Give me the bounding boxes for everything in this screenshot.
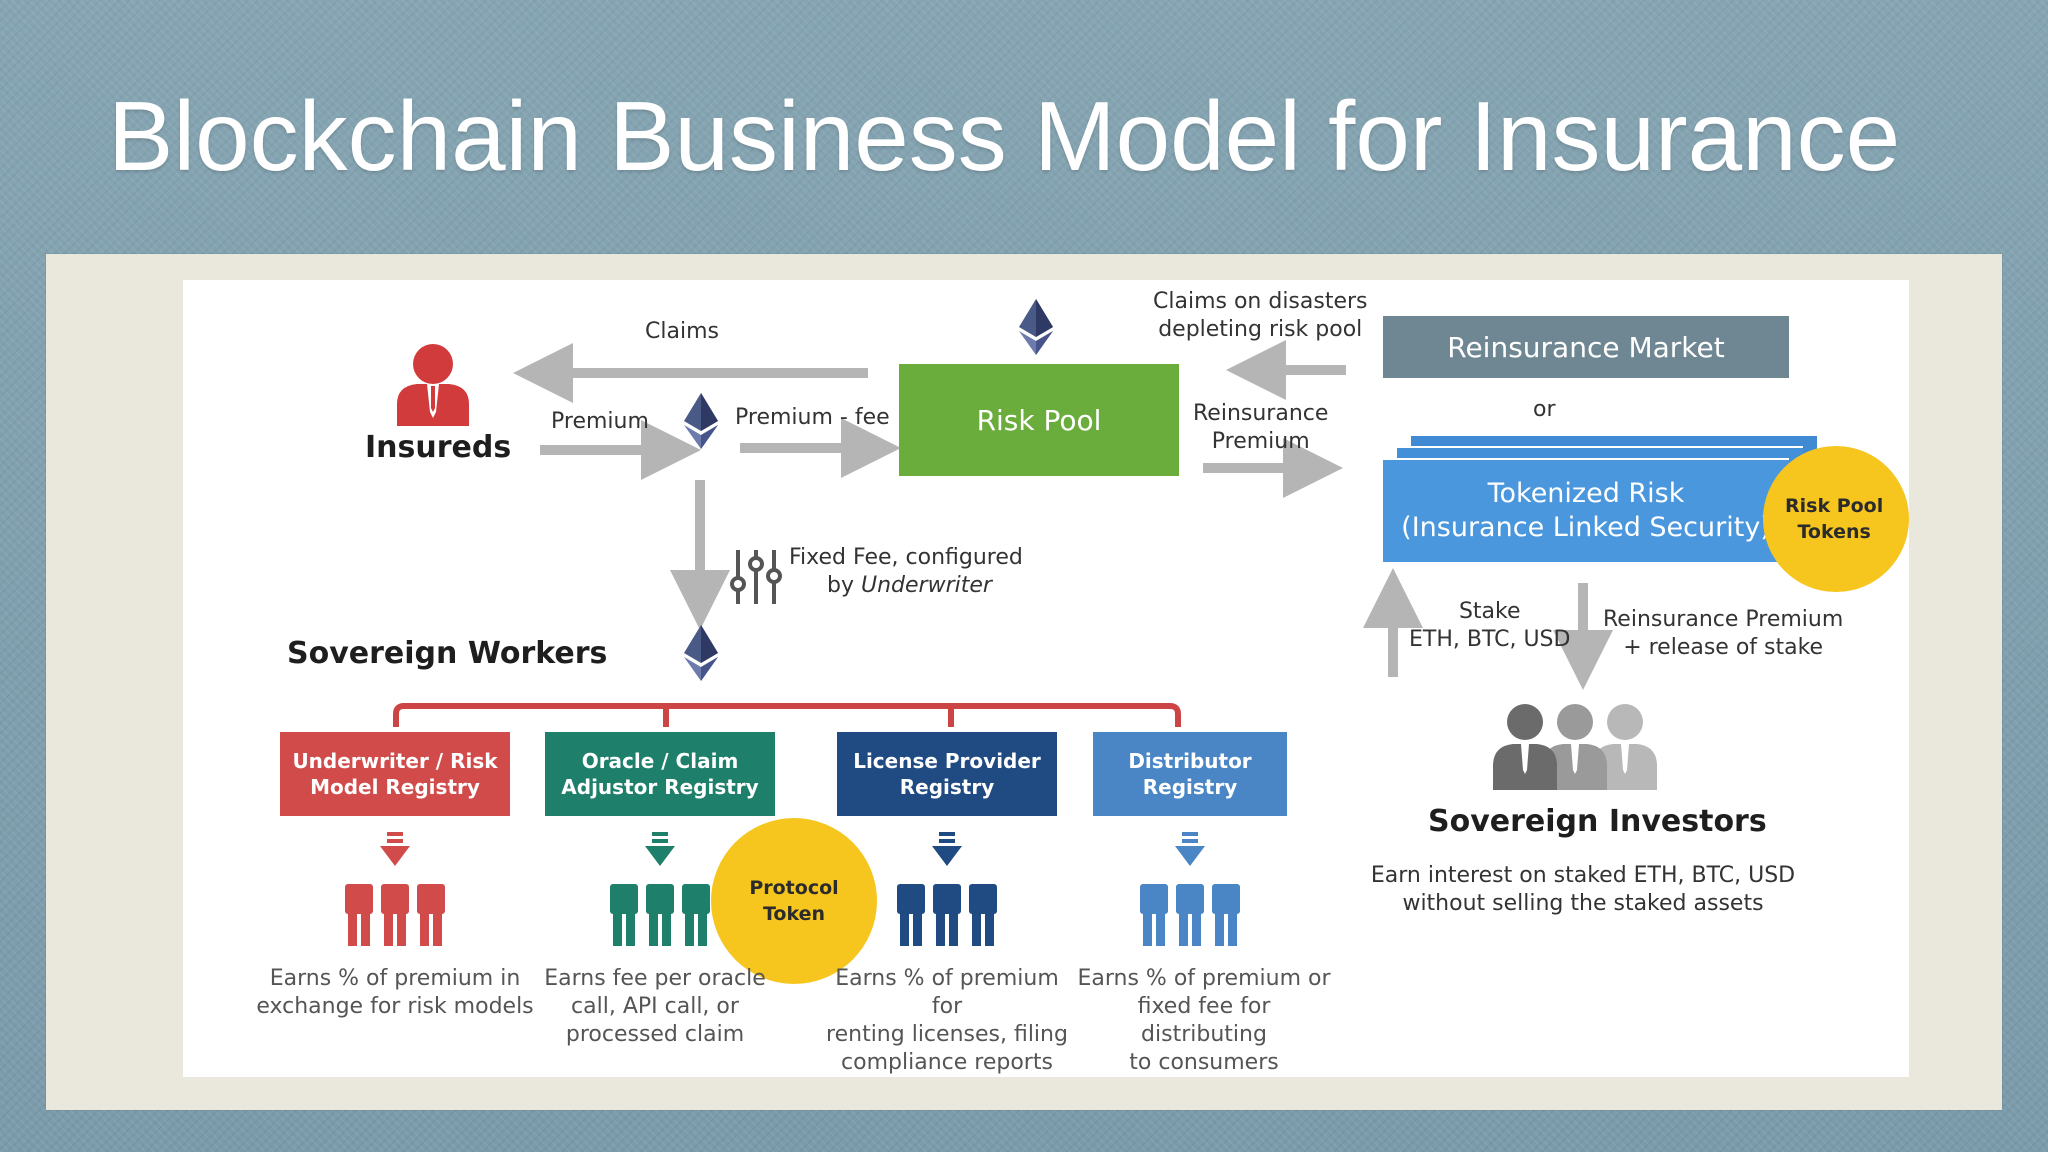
- ethereum-icon: [684, 625, 718, 681]
- workers-bracket: [393, 703, 1181, 727]
- license-registry-label: License Provider Registry: [853, 749, 1041, 799]
- fixed-fee-by: by: [827, 573, 861, 598]
- protocol-token-circle: Protocol Token: [711, 818, 877, 984]
- oracle-registry-box: Oracle / Claim Adjustor Registry: [545, 732, 775, 816]
- people-group-icon: [1493, 704, 1657, 790]
- slide-title: Blockchain Business Model for Insurance: [108, 81, 1901, 191]
- fixed-fee-line1: Fixed Fee, configured: [789, 545, 1023, 570]
- risk-pool-tokens-circle: Risk Pool Tokens: [1763, 446, 1909, 592]
- distributor-desc: Earns % of premium or fixed fee for dist…: [1077, 966, 1331, 1075]
- risk-pool-box: Risk Pool: [899, 364, 1179, 476]
- oracle-desc: Earns fee per oracle call, API call, or …: [544, 966, 766, 1047]
- down-arrow-icon: [645, 832, 675, 866]
- underwriter-desc: Earns % of premium in exchange for risk …: [256, 966, 534, 1019]
- workers-group-icon: [897, 884, 997, 946]
- disaster-claims-label: Claims on disasters depleting risk pool: [1153, 289, 1368, 342]
- ethereum-icon: [1019, 299, 1053, 355]
- risk-pool-tokens-label: Risk Pool Tokens: [1785, 495, 1884, 543]
- premium-label: Premium: [551, 409, 649, 434]
- tokenized-risk-title: Tokenized Risk: [1487, 478, 1685, 509]
- workers-group-icon: [1140, 884, 1240, 946]
- tokenized-risk-box: Tokenized Risk (Insurance Linked Securit…: [1383, 458, 1789, 562]
- oracle-registry-label: Oracle / Claim Adjustor Registry: [561, 749, 759, 799]
- reinsurance-market-box: Reinsurance Market: [1383, 316, 1789, 378]
- workers-group-icon: [345, 884, 445, 946]
- sliders-icon: [730, 550, 782, 604]
- insureds-label: Insureds: [365, 430, 512, 465]
- distributor-registry-box: Distributor Registry: [1093, 732, 1287, 816]
- fixed-fee-line2: by Underwriter: [789, 572, 1023, 600]
- claims-label: Claims: [645, 319, 719, 344]
- down-arrow-icon: [380, 832, 410, 866]
- tokenized-risk-subtitle: (Insurance Linked Security): [1401, 512, 1771, 543]
- stake-label: Stake ETH, BTC, USD: [1409, 599, 1571, 652]
- distributor-registry-label: Distributor Registry: [1128, 749, 1252, 799]
- person-icon: [397, 344, 469, 426]
- down-arrow-icon: [1175, 832, 1205, 866]
- sovereign-investors-title: Sovereign Investors: [1428, 804, 1767, 839]
- underwriter-registry-label: Underwriter / Risk Model Registry: [292, 749, 498, 799]
- fixed-fee-label: Fixed Fee, configured by Underwriter: [789, 544, 1023, 600]
- workers-group-icon: [610, 884, 710, 946]
- reinsurance-release-label: Reinsurance Premium + release of stake: [1603, 607, 1844, 660]
- underwriter-registry-box: Underwriter / Risk Model Registry: [280, 732, 510, 816]
- ethereum-icon: [684, 393, 718, 449]
- risk-pool-label: Risk Pool: [976, 403, 1102, 437]
- sovereign-workers-title: Sovereign Workers: [287, 636, 608, 671]
- investors-desc: Earn interest on staked ETH, BTC, USD wi…: [1370, 863, 1796, 916]
- reinsurance-premium-label: Reinsurance Premium: [1193, 401, 1329, 454]
- protocol-token-label: Protocol Token: [749, 877, 839, 925]
- down-arrow-icon: [932, 832, 962, 866]
- reinsurance-market-label: Reinsurance Market: [1447, 330, 1725, 364]
- connector-lines: [393, 340, 1613, 727]
- license-desc: Earns % of premium for renting licenses,…: [826, 966, 1068, 1075]
- premium-fee-label: Premium - fee: [735, 405, 890, 430]
- license-registry-box: License Provider Registry: [837, 732, 1057, 816]
- diagram-panel: Insureds Claims Premium Premium - fee Ri…: [183, 280, 1909, 1077]
- fixed-fee-underwriter: Underwriter: [860, 573, 992, 598]
- or-label: or: [1533, 397, 1556, 422]
